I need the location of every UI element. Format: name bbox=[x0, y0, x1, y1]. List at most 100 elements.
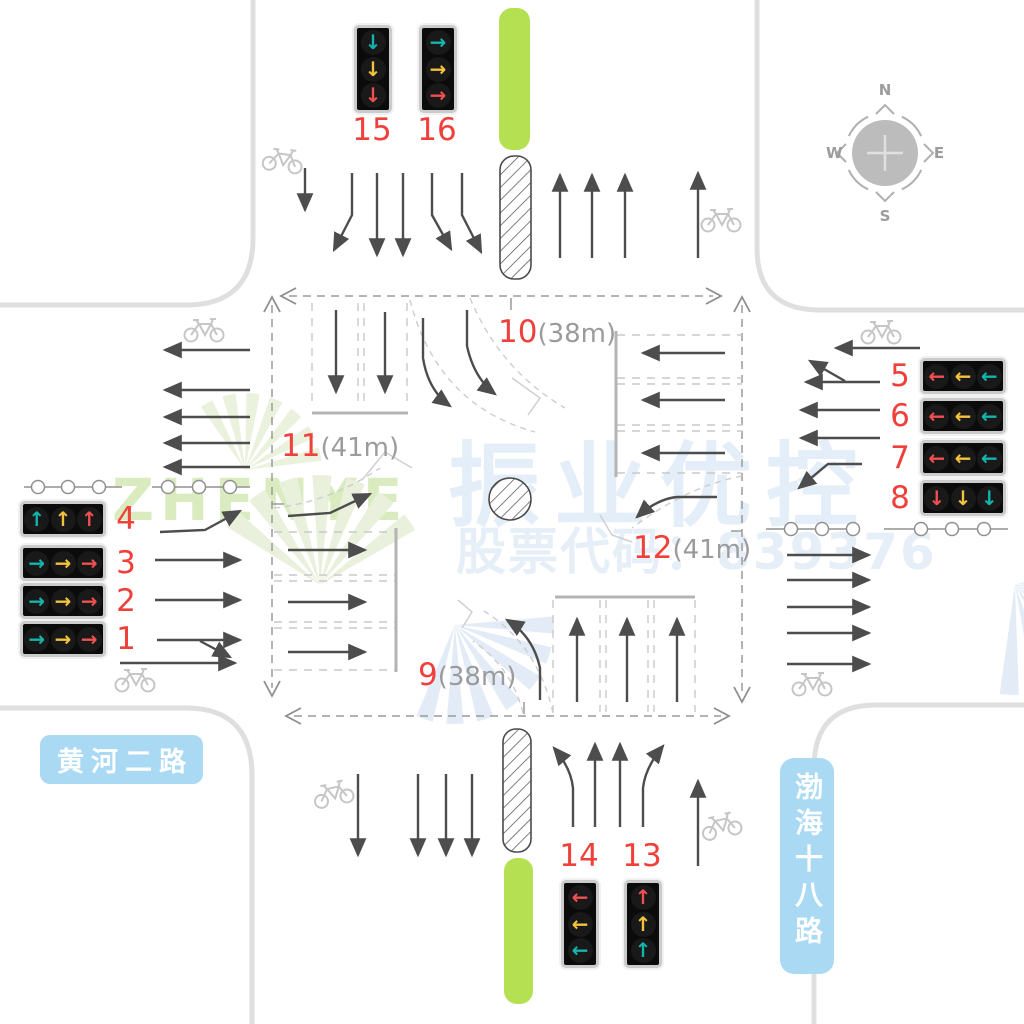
left-arrow-lamp: ← bbox=[567, 911, 593, 937]
compass-north-label: N bbox=[878, 81, 892, 99]
up-arrow-lamp: ↑ bbox=[76, 506, 102, 532]
signal-label-8: 8 bbox=[890, 480, 910, 516]
west-exit-arrows bbox=[162, 341, 250, 476]
crossing-distance-label-11: 11 (41m) bbox=[281, 428, 400, 464]
hatched-circle-center bbox=[488, 477, 532, 521]
signal-head-6: ←←← bbox=[920, 398, 1006, 434]
bicycle-icon bbox=[310, 777, 356, 811]
lane-divider-dashes bbox=[274, 303, 742, 712]
bicycle-icon bbox=[791, 672, 833, 697]
up-arrow-lamp: ↑ bbox=[630, 884, 656, 910]
signal-label-6: 6 bbox=[890, 398, 910, 434]
down-arrow-lamp: ↓ bbox=[360, 83, 386, 109]
signal-label-5: 5 bbox=[890, 358, 910, 394]
signal-head-2: →→→ bbox=[20, 583, 106, 619]
right-arrow-lamp: → bbox=[50, 550, 76, 576]
bicycle-icon bbox=[860, 320, 902, 345]
turn-guide-arcs bbox=[273, 297, 743, 714]
crossing-distance-label-9: 9 (38m) bbox=[418, 657, 517, 693]
up-arrow-lamp: ↑ bbox=[630, 938, 656, 964]
left-arrow-lamp: ← bbox=[950, 445, 976, 471]
signal-head-1: →→→ bbox=[20, 621, 106, 657]
green-lane-bar-south bbox=[504, 858, 533, 1004]
signal-head-15: ↓↓↓ bbox=[354, 25, 392, 113]
signal-label-2: 2 bbox=[116, 583, 136, 619]
up-arrow-lamp: ↑ bbox=[630, 911, 656, 937]
down-arrow-lamp: ↓ bbox=[360, 56, 386, 82]
right-arrow-lamp: → bbox=[24, 588, 50, 614]
crossing-distance-label-10: 10 (38m) bbox=[498, 314, 617, 350]
right-arrow-lamp: → bbox=[76, 626, 102, 652]
down-arrow-lamp: ↓ bbox=[950, 485, 976, 511]
left-arrow-lamp: ← bbox=[567, 938, 593, 964]
road-name-south: 渤海十八路 bbox=[780, 758, 834, 974]
signal-head-4: ↑↑↑ bbox=[20, 501, 106, 537]
bicycle-icon bbox=[183, 318, 225, 343]
compass-rose-icon bbox=[835, 103, 935, 203]
left-arrow-lamp: ← bbox=[924, 445, 950, 471]
up-arrow-lamp: ↑ bbox=[24, 506, 50, 532]
north-approach-arrows bbox=[296, 168, 497, 408]
measurement-arrowheads bbox=[263, 287, 751, 725]
south-approach-arrows bbox=[504, 616, 707, 866]
turn-channel-corners bbox=[361, 377, 633, 629]
down-arrow-lamp: ↓ bbox=[924, 485, 950, 511]
signal-label-3: 3 bbox=[116, 545, 136, 581]
hatched-island-north bbox=[499, 155, 532, 280]
signal-label-4: 4 bbox=[116, 501, 136, 537]
signal-head-3: →→→ bbox=[20, 545, 106, 581]
lane-arrows bbox=[120, 168, 920, 866]
right-arrow-lamp: → bbox=[24, 550, 50, 576]
left-arrow-lamp: ← bbox=[976, 445, 1002, 471]
signal-label-13: 13 bbox=[622, 838, 662, 874]
right-arrow-lamp: → bbox=[50, 588, 76, 614]
stop-lines bbox=[312, 331, 695, 672]
hatched-island-south bbox=[502, 728, 532, 853]
east-approach-arrows bbox=[635, 339, 920, 519]
north-exit-arrows bbox=[551, 170, 707, 258]
signal-head-8: ↓↓↓ bbox=[920, 480, 1006, 516]
left-arrow-lamp: ← bbox=[950, 363, 976, 389]
down-arrow-lamp: ↓ bbox=[360, 29, 386, 55]
right-arrow-lamp: → bbox=[50, 626, 76, 652]
right-arrow-lamp: → bbox=[24, 626, 50, 652]
refuge-islands bbox=[488, 155, 532, 853]
signal-head-14: ←←← bbox=[561, 880, 599, 968]
signal-label-14: 14 bbox=[559, 838, 599, 874]
road-name-west: 黄河二路 bbox=[40, 735, 203, 784]
down-arrow-lamp: ↓ bbox=[976, 485, 1002, 511]
signal-label-1: 1 bbox=[116, 621, 136, 657]
left-arrow-lamp: ← bbox=[976, 403, 1002, 429]
left-arrow-lamp: ← bbox=[924, 403, 950, 429]
right-arrow-lamp: → bbox=[425, 29, 451, 55]
bicycle-icon bbox=[114, 668, 156, 693]
green-lane-bar-north bbox=[499, 8, 530, 150]
right-arrow-lamp: → bbox=[425, 83, 451, 109]
left-arrow-lamp: ← bbox=[976, 363, 1002, 389]
bicycle-icon bbox=[698, 809, 744, 843]
signal-label-16: 16 bbox=[417, 112, 457, 148]
left-arrow-lamp: ← bbox=[924, 363, 950, 389]
south-exit-arrows bbox=[349, 774, 481, 858]
green-lane-bars bbox=[499, 8, 533, 1004]
right-arrow-lamp: → bbox=[76, 588, 102, 614]
left-arrow-lamp: ← bbox=[567, 884, 593, 910]
up-arrow-lamp: ↑ bbox=[50, 506, 76, 532]
median-fences bbox=[24, 479, 1008, 537]
right-arrow-lamp: → bbox=[425, 56, 451, 82]
west-approach-arrows bbox=[120, 492, 373, 672]
signal-head-13: ↑↑↑ bbox=[624, 880, 662, 968]
intersection-measurement-box bbox=[263, 287, 751, 725]
east-exit-arrows bbox=[787, 546, 872, 673]
bicycle-icon bbox=[260, 145, 305, 176]
signal-label-15: 15 bbox=[352, 112, 392, 148]
signal-head-16: →→→ bbox=[419, 25, 457, 113]
compass-west-label: W bbox=[826, 144, 843, 162]
compass-east-label: E bbox=[933, 144, 945, 162]
signal-label-7: 7 bbox=[890, 440, 910, 476]
signal-head-5: ←←← bbox=[920, 358, 1006, 394]
right-arrow-lamp: → bbox=[76, 550, 102, 576]
bicycle-icon bbox=[700, 208, 742, 233]
compass-south-label: S bbox=[879, 207, 891, 225]
